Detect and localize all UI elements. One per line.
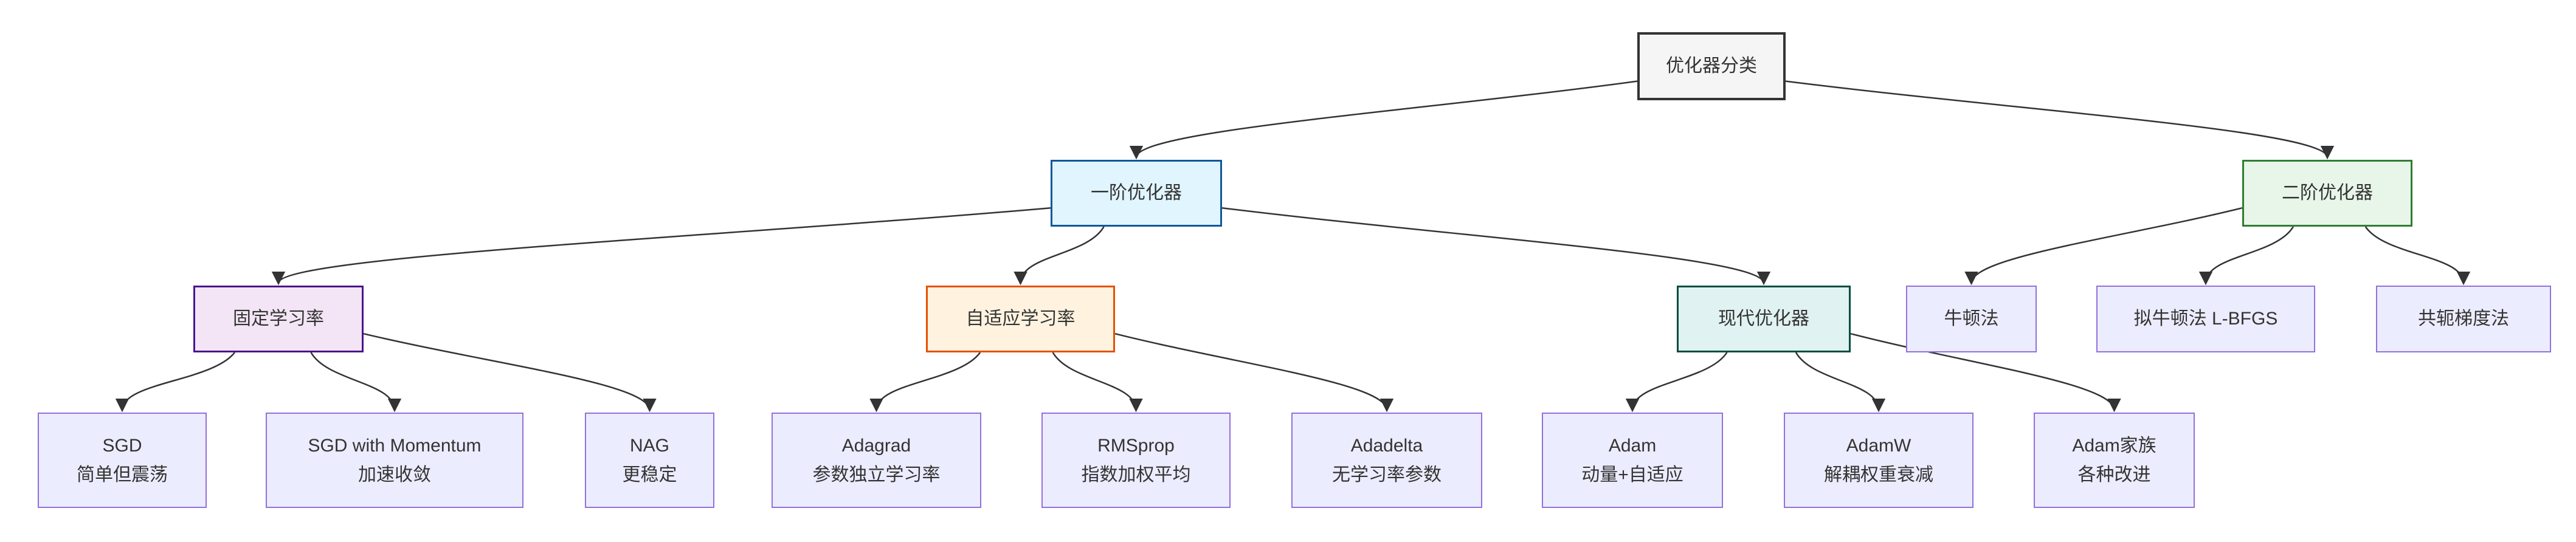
node-adadelta: Adadelta 无学习率参数 <box>1291 413 1482 508</box>
node-sgd: SGD 简单但震荡 <box>38 413 207 508</box>
node-adamw: AdamW 解耦权重衰减 <box>1784 413 1973 508</box>
edge-second-newton <box>1964 207 2243 286</box>
node-quasi: 拟牛顿法 L-BFGS <box>2096 286 2315 352</box>
node-rmsprop-label: RMSprop <box>1097 435 1175 456</box>
node-adadelta-label: Adadelta <box>1350 435 1423 456</box>
node-newton-label: 牛顿法 <box>1944 309 1999 329</box>
node-fixed-label: 固定学习率 <box>233 309 324 329</box>
node-second: 二阶优化器 <box>2242 160 2412 227</box>
edge-adaptive-adadelta <box>1114 332 1394 413</box>
node-adadelta-label-desc: 无学习率参数 <box>1332 464 1442 485</box>
edge-root-second <box>1785 80 2335 160</box>
node-root-label: 优化器分类 <box>1666 56 1757 76</box>
node-fixed: 固定学习率 <box>193 286 364 352</box>
node-momentum: SGD with Momentum 加速收敛 <box>266 413 523 508</box>
node-modern: 现代优化器 <box>1677 286 1851 352</box>
node-nag: NAG 更稳定 <box>585 413 714 508</box>
node-nag-label-desc: 更稳定 <box>622 464 677 485</box>
node-adamfamily: Adam家族各种改进 <box>2034 413 2195 508</box>
node-second-label: 二阶优化器 <box>2282 183 2373 203</box>
node-quasi-label: 拟牛顿法 L-BFGS <box>2133 309 2278 329</box>
node-momentum-label-desc: 加速收敛 <box>358 464 431 485</box>
node-first: 一阶优化器 <box>1051 160 1222 227</box>
node-sgd-label-desc: 简单但震荡 <box>77 464 168 485</box>
node-adagrad-label-desc: 参数独立学习率 <box>812 464 941 485</box>
node-conjugate: 共轭梯度法 <box>2376 286 2551 352</box>
node-adaptive: 自适应学习率 <box>926 286 1115 352</box>
edge-modern-adamw <box>1795 352 1886 413</box>
node-modern-label: 现代优化器 <box>1718 309 1809 329</box>
edge-first-adaptive <box>1013 226 1105 286</box>
edge-adaptive-adagrad <box>869 352 981 413</box>
edge-fixed-nag <box>363 332 657 413</box>
node-adam: Adam 动量+自适应 <box>1542 413 1723 508</box>
node-adagrad: Adagrad 参数独立学习率 <box>772 413 981 508</box>
edge-first-fixed <box>272 207 1051 286</box>
node-adamfamily-label: Adam家族 <box>2072 435 2156 456</box>
node-newton: 牛顿法 <box>1906 286 2037 352</box>
node-adam-label-desc: 动量+自适应 <box>1581 464 1683 485</box>
node-adagrad-label: Adagrad <box>841 435 911 456</box>
edge-fixed-momentum <box>310 352 402 413</box>
node-adaptive-label: 自适应学习率 <box>965 309 1076 329</box>
edge-modern-adam <box>1625 352 1728 413</box>
node-nag-label: NAG <box>629 435 669 456</box>
node-adamw-label-desc: 解耦权重衰减 <box>1824 464 1933 485</box>
edge-adaptive-rmsprop <box>1052 352 1143 413</box>
edge-second-conjugate <box>2364 226 2471 286</box>
node-momentum-label: SGD with Momentum <box>308 435 482 456</box>
node-adamw-label: AdamW <box>1846 435 1911 456</box>
node-rmsprop-label-desc: 指数加权平均 <box>1081 464 1191 485</box>
edge-second-quasi <box>2198 226 2295 286</box>
node-adamfamily-label-desc: 各种改进 <box>2077 464 2151 485</box>
node-rmsprop: RMSprop 指数加权平均 <box>1041 413 1231 508</box>
node-sgd-label: SGD <box>102 435 142 456</box>
edge-root-first <box>1129 80 1638 160</box>
edge-fixed-sgd <box>115 352 236 413</box>
node-conjugate-label: 共轭梯度法 <box>2418 309 2509 329</box>
edge-first-modern <box>1221 207 1771 286</box>
node-first-label: 一阶优化器 <box>1091 183 1182 203</box>
node-root: 优化器分类 <box>1637 32 1786 100</box>
node-adam-label: Adam <box>1608 435 1657 456</box>
